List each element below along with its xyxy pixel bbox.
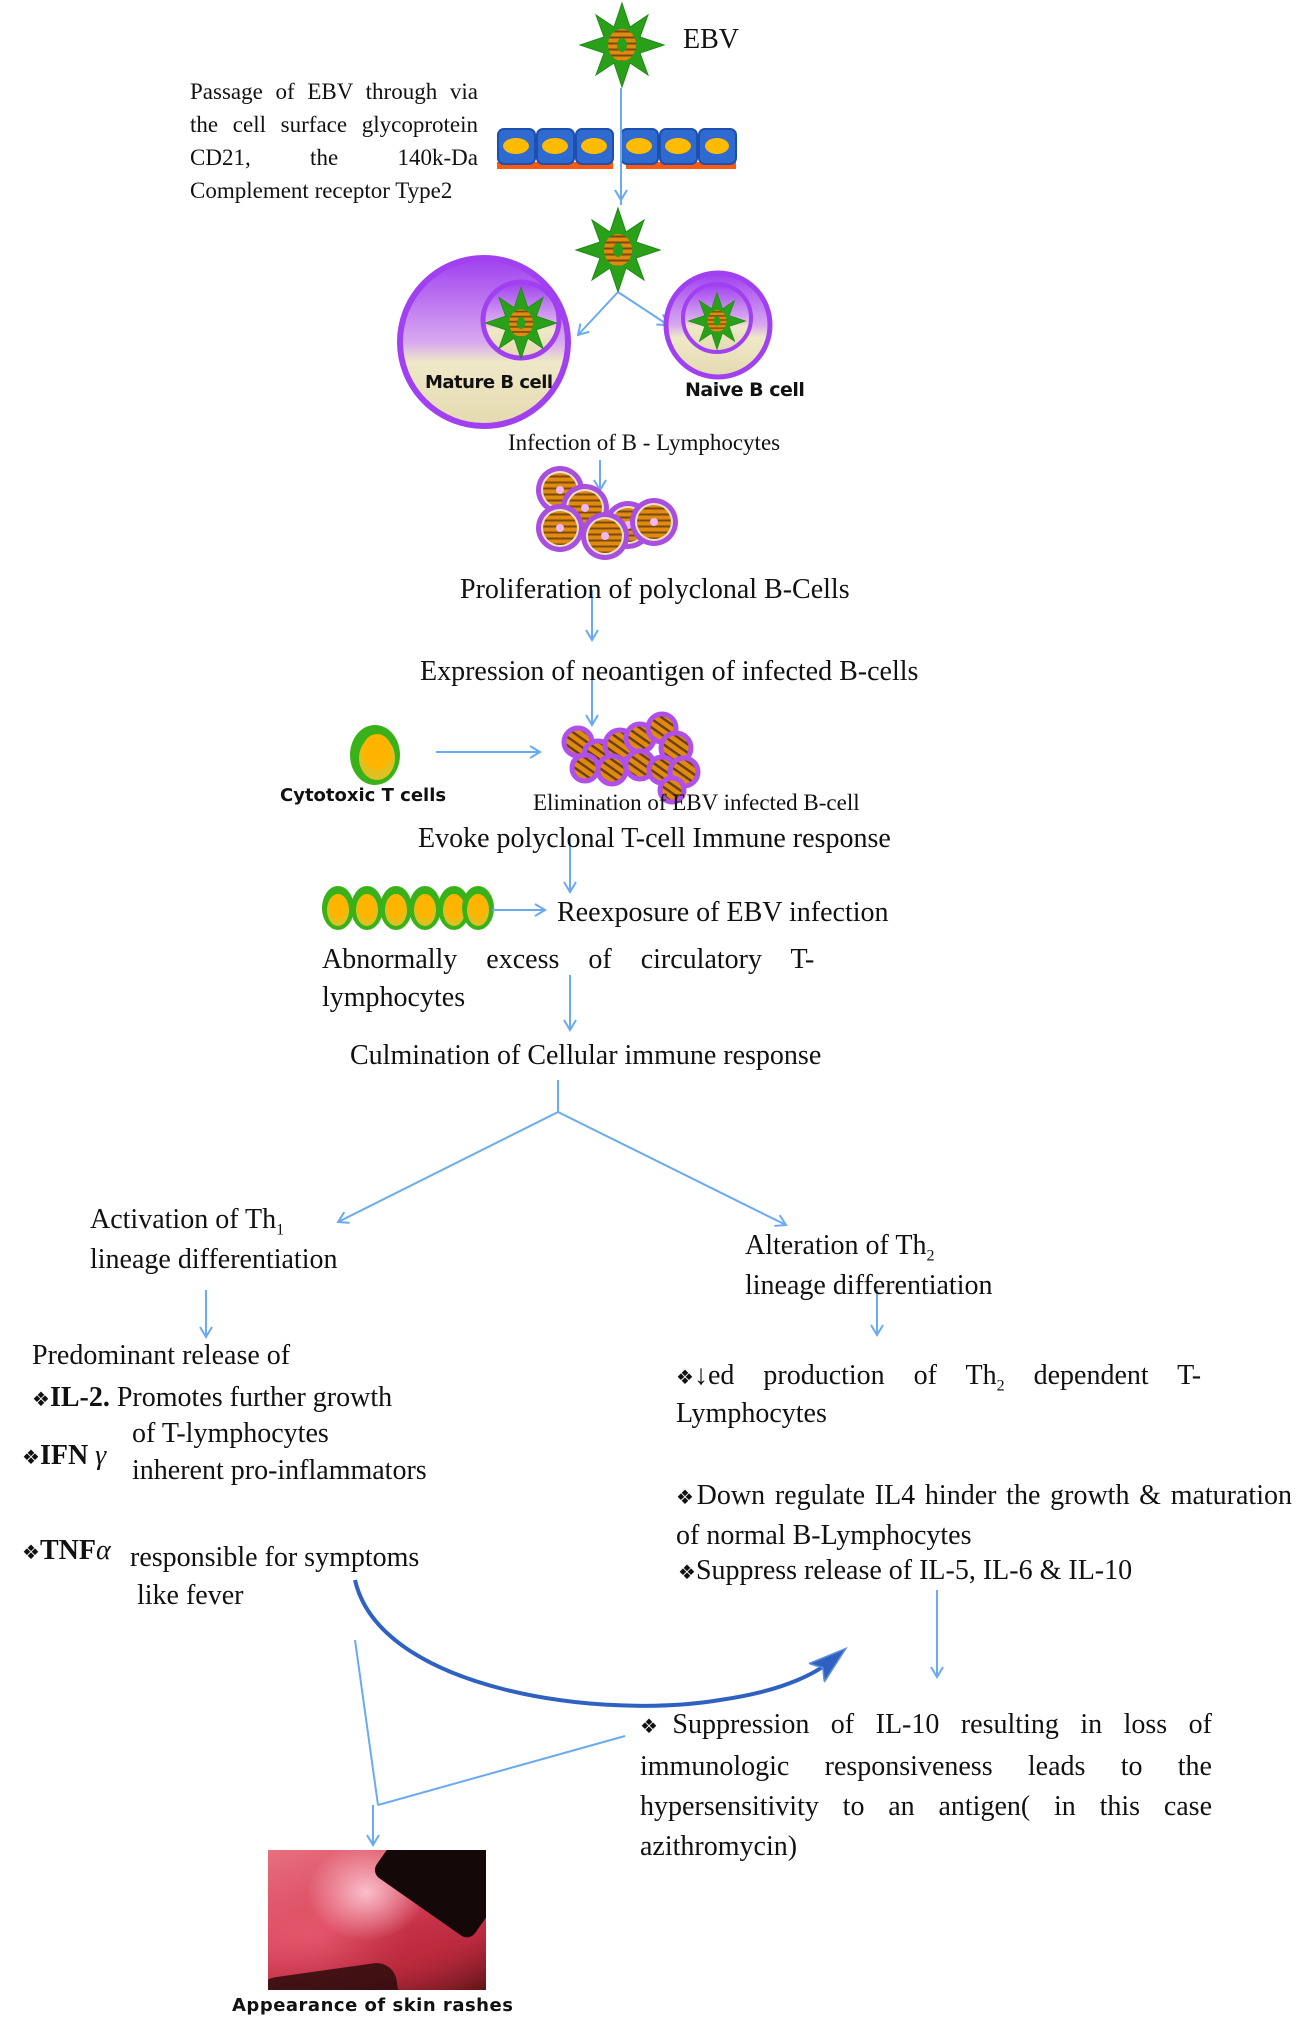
th1-bullet-tnf: ❖TNFα: [22, 1535, 111, 1567]
tnf-text-cont: like fever: [137, 1580, 244, 1611]
step-culmination: Culmination of Cellular immune response: [350, 1040, 822, 1071]
eliminated-b-cell-cluster-icon: [561, 711, 701, 805]
tnf-label: TNF: [39, 1535, 96, 1566]
step-expression: Expression of neoantigen of infected B-c…: [420, 656, 919, 687]
th2-title: Alteration of Th2: [745, 1230, 934, 1266]
th1-bullet-il2: ❖IL-2. Promotes further growth: [32, 1382, 392, 1414]
ifn-text: inherent pro-inflammators: [132, 1455, 427, 1486]
th2-title-text: Alteration of Th: [745, 1230, 927, 1261]
bullet-icon: ❖: [640, 1716, 673, 1738]
th1-release-heading: Predominant release of: [32, 1340, 291, 1371]
t-lymphocyte-chain-icon: [322, 886, 494, 930]
th1-subscript: 1: [276, 1221, 285, 1239]
bullet-icon: ❖: [676, 1367, 694, 1389]
bullet-icon: ❖: [22, 1542, 40, 1564]
infected-b-cell-cluster-icon: [536, 466, 678, 560]
th2-bullet-4-text: Suppression of IL-10 resulting in loss o…: [640, 1709, 1212, 1862]
th2-bullet-1-suffix: dependent T-: [1004, 1360, 1202, 1391]
il2-label: IL-2.: [49, 1382, 110, 1413]
alpha-symbol: α: [95, 1535, 111, 1566]
th1-title-text: Activation of Th: [90, 1204, 277, 1235]
arrow-to-th1: [336, 1111, 559, 1224]
line-th2-to-rash: [377, 1735, 626, 1806]
cytotoxic-t-cells-label: Cytotoxic T cells: [280, 785, 447, 806]
step-evoke: Evoke polyclonal T-cell Immune response: [418, 823, 891, 854]
step-reexposure: Reexposure of EBV infection: [557, 897, 889, 928]
naive-b-cell-label: Naive B cell: [685, 379, 805, 401]
th2-bullet-1-text: ❖↓ed production of Th2 dependent T-: [676, 1360, 1201, 1396]
step-proliferation: Proliferation of polyclonal B-Cells: [460, 574, 850, 605]
bullet-icon: ❖: [32, 1389, 50, 1411]
th1-bullet-il2-cont: of T-lymphocytes: [132, 1418, 329, 1449]
th1-bullet-ifn: ❖IFN γ: [22, 1440, 106, 1472]
th2-bullet-4: ❖Suppression of IL-10 resulting in loss …: [640, 1705, 1212, 1867]
naive-b-cell-icon: [663, 270, 773, 380]
skin-rash-image: [268, 1850, 486, 1990]
th1-title-line2: lineage differentiation: [90, 1244, 338, 1275]
arrow-to-th2: [557, 1111, 788, 1227]
th2-bullet-2: ❖Down regulate IL4 hinder the growth & m…: [676, 1477, 1292, 1555]
arrow-to-naive-b-cell: [617, 291, 670, 327]
th2-subscript: 2: [926, 1247, 935, 1265]
ebv-virus-internalized-icon: [575, 207, 661, 293]
th2-bullet-2-text: Down regulate IL4 hinder the growth & ma…: [676, 1480, 1292, 1551]
passage-description: Passage of EBV through via the cell surf…: [190, 79, 478, 203]
arrow-to-mature-b-cell: [576, 291, 619, 337]
bullet-icon: ❖: [678, 1562, 696, 1584]
step-abnormal-excess-cont: lymphocytes: [322, 982, 466, 1013]
ebv-label: EBV: [683, 24, 739, 55]
epithelium-icon: [497, 128, 737, 169]
th2-title-line2: lineage differentiation: [745, 1270, 993, 1301]
th1-title: Activation of Th1: [90, 1204, 284, 1240]
line-th1-to-rash: [354, 1639, 379, 1806]
skin-rash-caption: Appearance of skin rashes: [232, 1995, 514, 2016]
th2-bullet-1: ❖↓ed production of Th2 dependent T-: [676, 1360, 1292, 1396]
th2-bullet-1-subscript: 2: [996, 1377, 1005, 1395]
th2-bullet-3-text: Suppress release of IL-5, IL-6 & IL-10: [695, 1555, 1133, 1586]
mature-b-cell-icon: [397, 255, 571, 429]
bullet-icon: ❖: [676, 1487, 697, 1509]
th2-bullet-1-cont: Lymphocytes: [676, 1398, 827, 1429]
ifn-label: IFN: [39, 1440, 89, 1471]
mature-b-cell-label: Mature B cell: [425, 372, 553, 393]
il2-text: Promotes further growth: [116, 1382, 393, 1413]
curved-arrow-tnf-to-suppression: [353, 1579, 832, 1708]
th2-bullet-1-prefix: ↓ed production of Th: [693, 1360, 997, 1391]
step-abnormal-excess: Abnormally excess of circulatory T-: [322, 944, 815, 975]
th2-bullet-3: ❖Suppress release of IL-5, IL-6 & IL-10: [678, 1555, 1132, 1587]
bullet-icon: ❖: [22, 1447, 40, 1469]
cytotoxic-t-cell-icon: [350, 725, 400, 785]
tnf-text: responsible for symptoms: [130, 1542, 420, 1573]
ebv-virus-icon: [579, 2, 665, 88]
step-elimination: Elimination of EBV infected B-cell: [533, 790, 860, 815]
infection-label: Infection of B - Lymphocytes: [508, 430, 781, 455]
gamma-symbol: γ: [95, 1440, 107, 1471]
